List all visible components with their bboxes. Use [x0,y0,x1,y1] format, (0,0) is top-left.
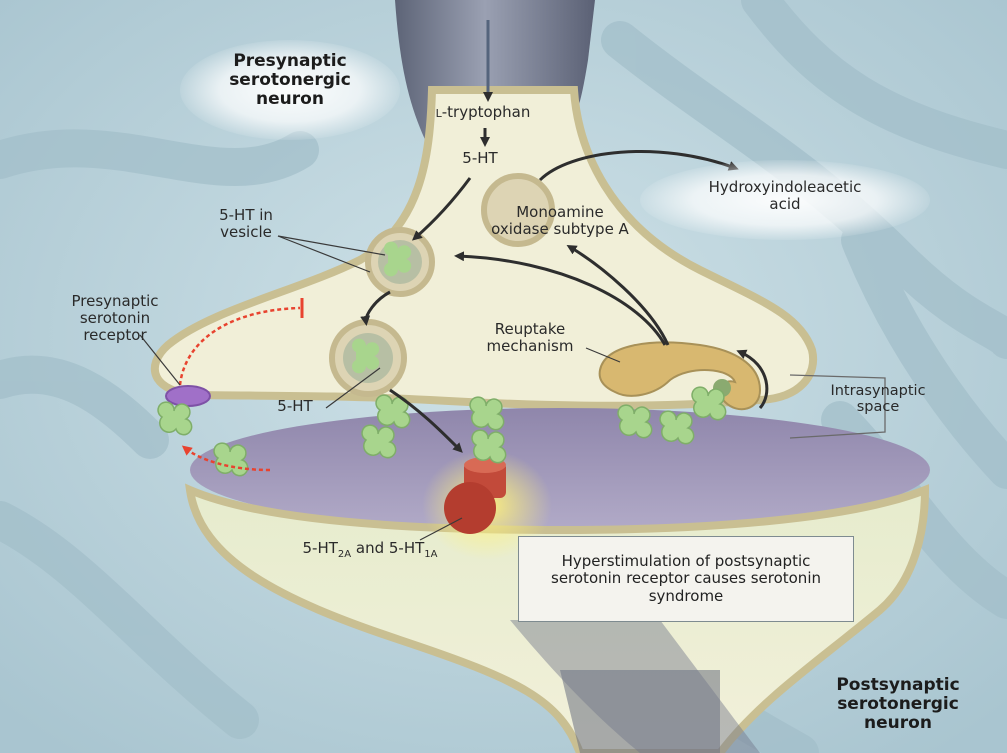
intrasynaptic-label: Intrasynaptic space [808,383,948,415]
postsynaptic-receptor-label: 5-HT2A and 5-HT1A [250,540,490,560]
presynaptic-neuron-label: Presynaptic serotonergic neuron [200,52,380,109]
five-ht-top-label: 5-HT [450,150,510,167]
vesicle-lower [332,322,404,394]
five-ht-mid-label: 5-HT [262,398,328,415]
ht-in-vesicle-label: 5-HT in vesicle [186,207,306,241]
serotonin-syndrome-box: Hyperstimulation of postsynaptic seroton… [518,536,854,622]
presynaptic-receptor [166,386,210,406]
vesicle-upper [368,230,432,294]
reuptake-label: Reuptake mechanism [465,321,595,355]
l-tryptophan-label: L-tryptophan [408,104,558,121]
mao-label: Monoamine oxidase subtype A [470,204,650,238]
postsynaptic-neuron-label: Postsynaptic serotonergic neuron [808,676,988,733]
hiaa-label: Hydroxyindoleacetic acid [660,179,910,213]
presynaptic-receptor-label: Presynaptic serotonin receptor [50,293,180,343]
